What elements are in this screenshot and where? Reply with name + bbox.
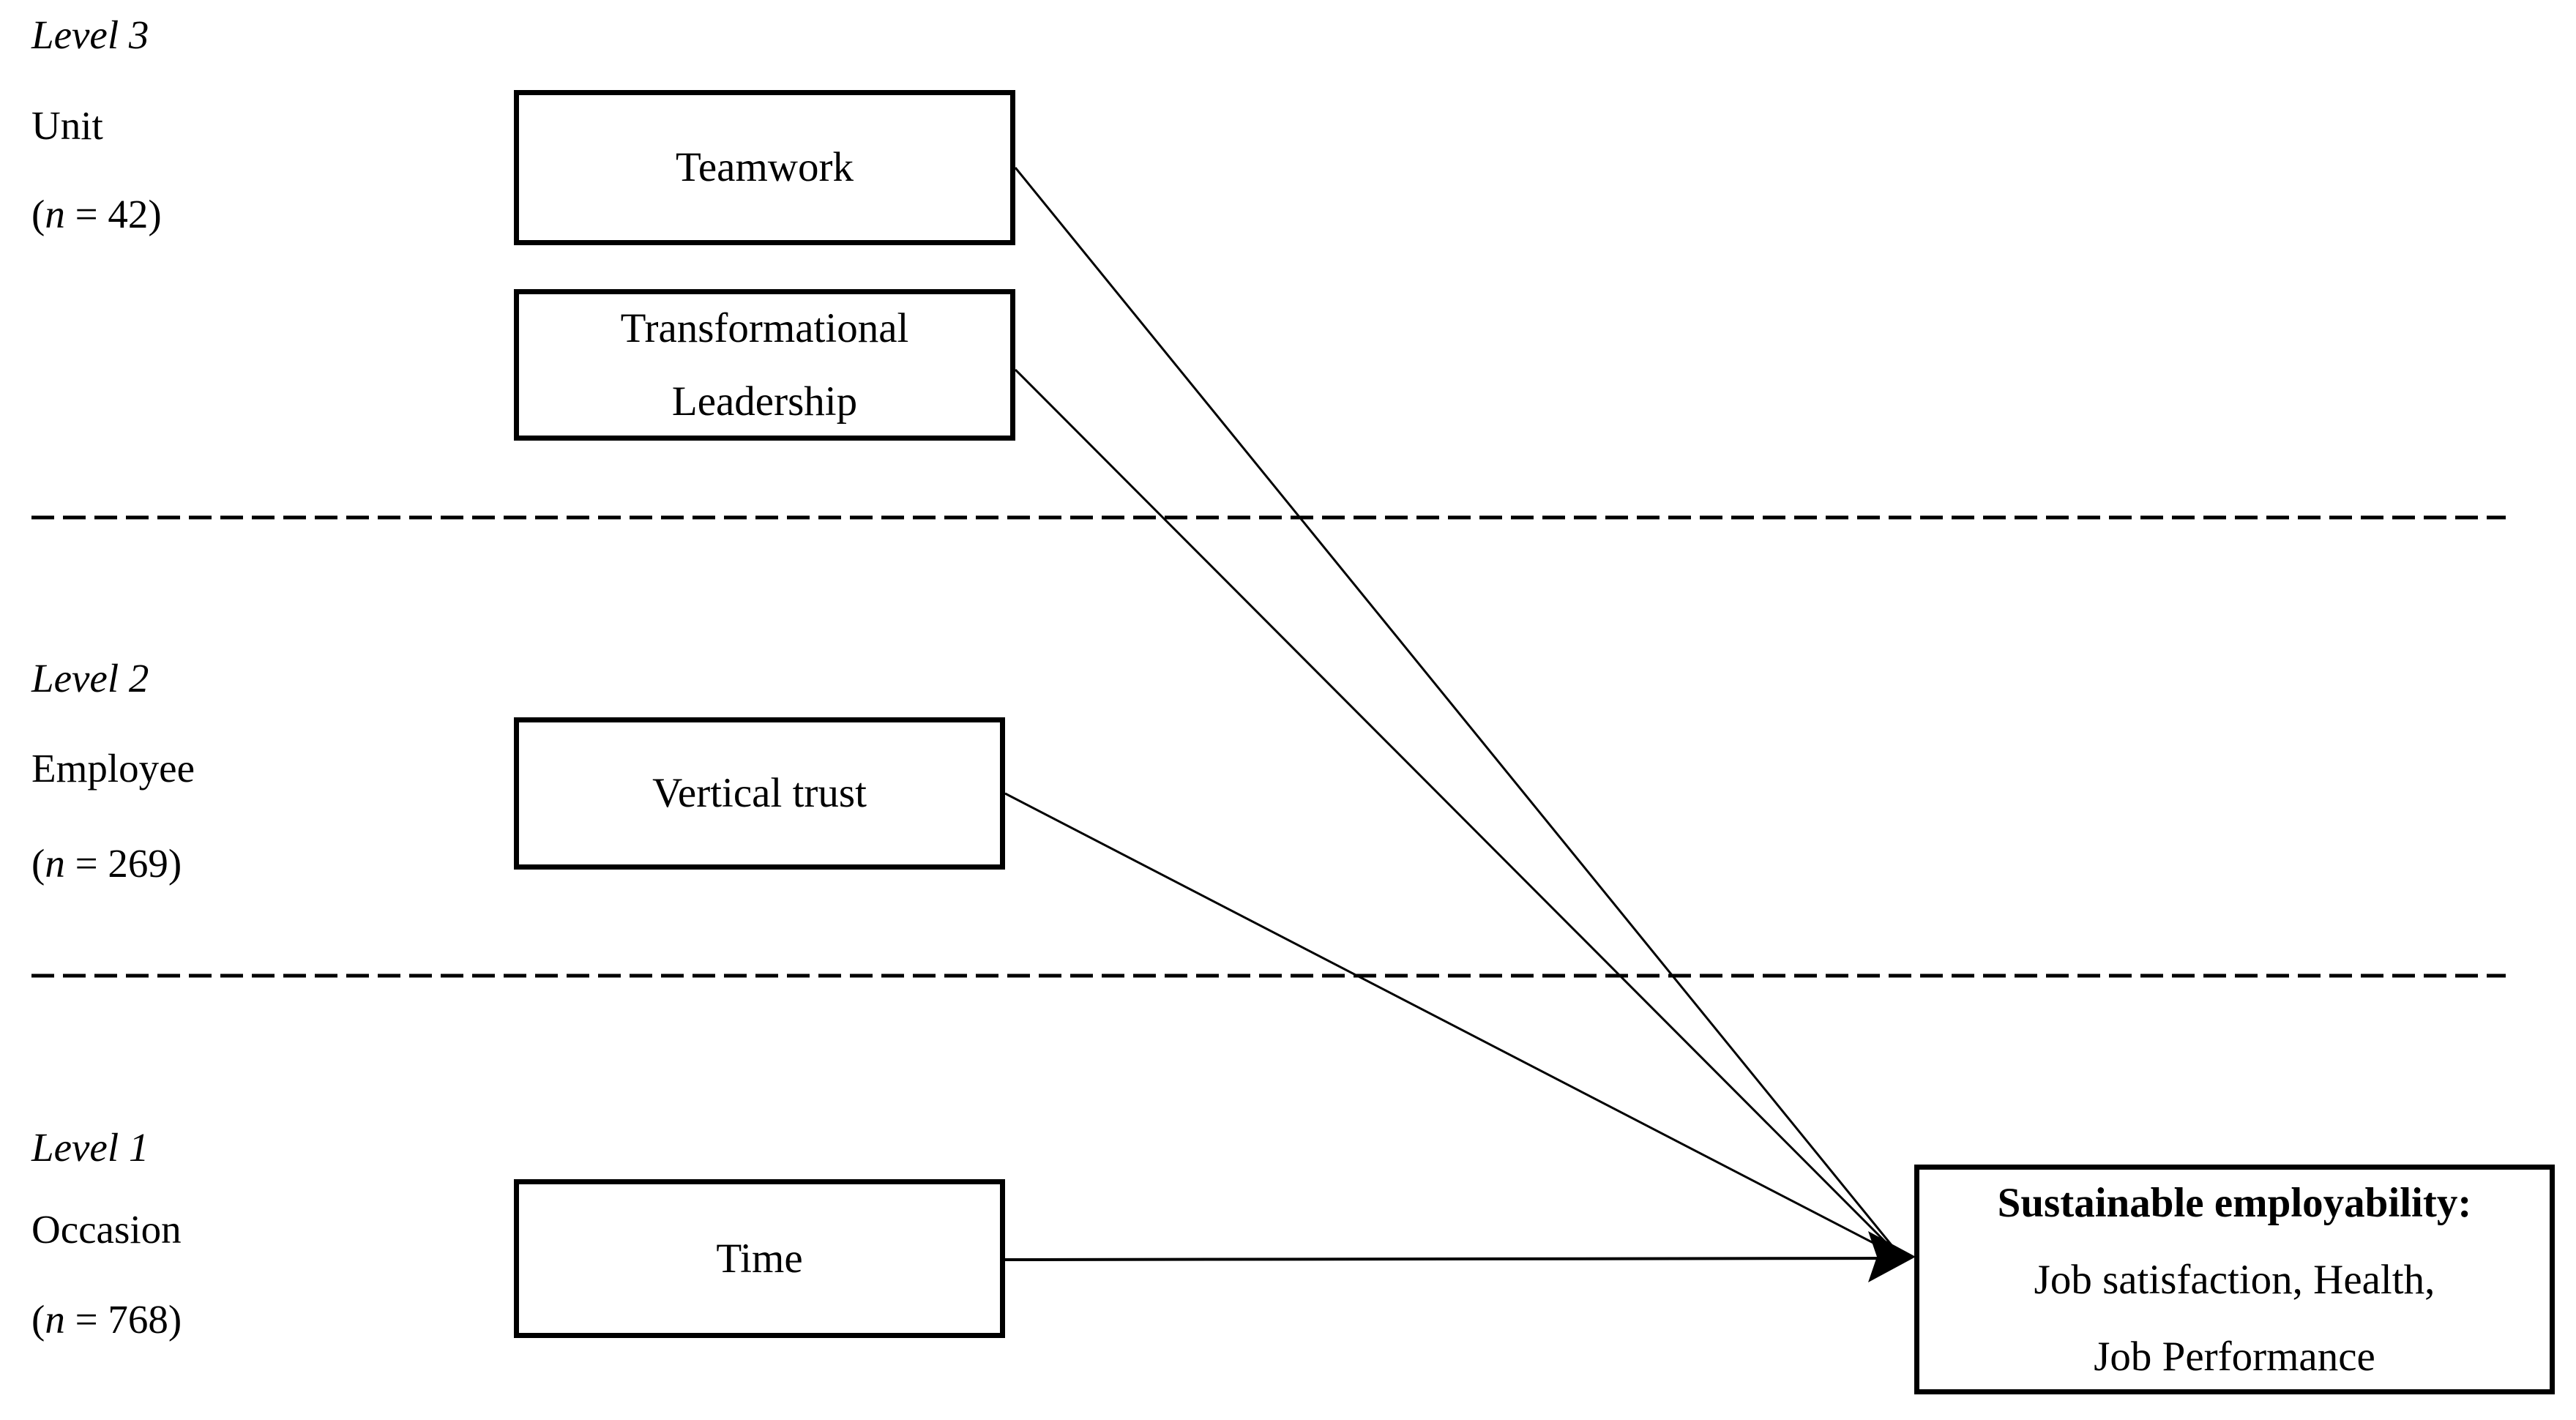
outcome-box: Sustainable employability: Job satisfact… — [1914, 1165, 2555, 1394]
vertical-trust-box-label: Vertical trust — [652, 770, 867, 816]
outcome-box-subtitle-line1: Job satisfaction, Health, — [2034, 1256, 2435, 1303]
transformational-leadership-box-label-line1: Transformational — [620, 304, 909, 351]
transformational-leadership-box: Transformational Leadership — [514, 289, 1015, 441]
level1-sample-size: (n = 768) — [31, 1297, 182, 1342]
level3-sample-open: ( — [31, 192, 45, 236]
time-to-outcome-line — [1004, 1257, 1893, 1261]
level2-label: Level 2 — [31, 656, 149, 700]
level2-sample-n: n — [45, 841, 65, 886]
level1-label: Level 1 — [31, 1125, 149, 1170]
level3-unit-label: Unit — [31, 103, 103, 148]
level1-unit-label: Occasion — [31, 1207, 182, 1252]
level2-sample-size: (n = 269) — [31, 841, 182, 886]
arrow-head-icon — [1868, 1231, 1916, 1282]
level3-sample-n: n — [45, 192, 65, 236]
level1-sample-value: = 768) — [64, 1297, 182, 1342]
teamwork-to-outcome-line — [1014, 167, 1896, 1249]
outcome-box-subtitle-line2: Job Performance — [2094, 1333, 2375, 1380]
teamwork-box-label: Teamwork — [676, 144, 854, 190]
teamwork-box: Teamwork — [514, 90, 1015, 245]
vertical-trust-to-outcome-line — [1004, 792, 1895, 1255]
level2-sample-open: ( — [31, 841, 45, 886]
time-box: Time — [514, 1179, 1005, 1338]
vertical-trust-box: Vertical trust — [514, 717, 1005, 870]
level3-sample-value: = 42) — [64, 192, 162, 236]
transformational-leadership-box-label-line2: Leadership — [671, 378, 858, 425]
level1-sample-n: n — [45, 1297, 65, 1342]
level1-sample-open: ( — [31, 1297, 45, 1342]
transformational-to-outcome-line — [1014, 368, 1896, 1252]
outcome-box-title: Sustainable employability: — [1997, 1179, 2472, 1226]
level3-label: Level 3 — [31, 12, 149, 57]
level2-unit-label: Employee — [31, 746, 195, 791]
level2-sample-value: = 269) — [64, 841, 182, 886]
time-box-label: Time — [716, 1235, 803, 1282]
level3-sample-size: (n = 42) — [31, 192, 162, 237]
